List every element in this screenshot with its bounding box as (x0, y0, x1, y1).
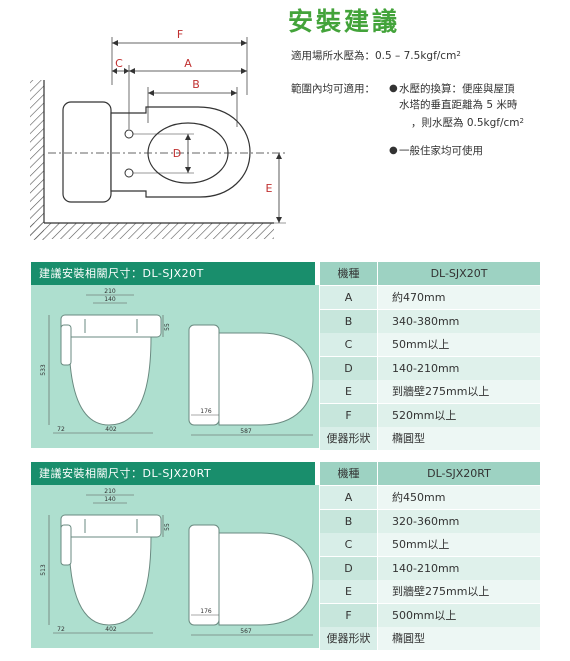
table-row: 便器形狀橢圓型 (320, 627, 540, 650)
wall-hatch (30, 80, 44, 240)
dim-587: 587 (240, 428, 252, 435)
row-value: 140-210mm (378, 556, 540, 580)
row-key: B (320, 509, 377, 533)
dimension-drawing-panel: 210 140 55 533 72 402 176 587 (31, 285, 319, 448)
section-dl-sjx20t: 建議安裝相關尺寸：DL-SJX20T 210 140 55 533 72 402… (31, 262, 540, 450)
dimension-drawing: 210 140 55 533 72 402 176 587 (40, 288, 314, 436)
dim-72: 72 (57, 426, 65, 433)
dim-label-d: D (173, 147, 181, 160)
dim-210: 210 (104, 288, 116, 295)
section-header: 建議安裝相關尺寸：DL-SJX20T (31, 262, 315, 285)
row-value: 340-380mm (378, 309, 540, 333)
section-dl-sjx20rt: 建議安裝相關尺寸：DL-SJX20RT 210 140 55 513 72 40… (31, 462, 540, 650)
pressure-value: 0.5 – 7.5kgf/cm (375, 50, 457, 62)
dim-140: 140 (104, 296, 116, 303)
row-value: 到牆壁275mm以上 (378, 580, 540, 603)
dim-label-f: F (177, 28, 183, 41)
row-value: 140-210mm (378, 356, 540, 380)
dim-55: 55 (164, 323, 171, 331)
bullet1-line3: ，則水壓為 0.5kgf/cm (411, 117, 520, 129)
row-key: 便器形狀 (320, 427, 377, 450)
row-key: E (320, 580, 377, 603)
row-value: 到牆壁275mm以上 (378, 380, 540, 403)
row-value: 500mm以上 (378, 603, 540, 627)
dim-176: 176 (200, 608, 212, 615)
row-key: C (320, 533, 377, 556)
range-label: 範圍內均可適用： (291, 83, 375, 95)
dim-176: 176 (200, 408, 212, 415)
dim-140: 140 (104, 496, 116, 503)
row-key: A (320, 286, 377, 309)
dim-210: 210 (104, 488, 116, 495)
row-key: D (320, 356, 377, 380)
row-value: 320-360mm (378, 509, 540, 533)
dim-402: 402 (105, 426, 117, 433)
floor-hatch (30, 223, 274, 239)
dim-513: 513 (40, 564, 47, 576)
table-header-model: DL-SJX20RT (378, 462, 540, 485)
row-value: 520mm以上 (378, 403, 540, 427)
row-key: E (320, 380, 377, 403)
installation-top-view-diagram: F C A B D E (30, 28, 286, 240)
dim-72: 72 (57, 626, 65, 633)
table-header-model: DL-SJX20T (378, 262, 540, 285)
bullet-general-household: ● 一般住家均可使用 (389, 143, 483, 159)
dim-533: 533 (40, 364, 47, 376)
row-value: 50mm以上 (378, 533, 540, 556)
row-key: C (320, 333, 377, 356)
bullet-icon: ● (389, 83, 398, 94)
pressure-label: 適用場所水壓為： (291, 50, 375, 62)
table-header-row: 機種 DL-SJX20T (320, 262, 540, 285)
dim-55: 55 (164, 523, 171, 531)
bullet2-text: 一般住家均可使用 (399, 145, 483, 157)
dim-label-c: C (115, 57, 123, 70)
table-row: 便器形狀橢圓型 (320, 427, 540, 450)
section-header: 建議安裝相關尺寸：DL-SJX20RT (31, 462, 315, 485)
toilet-tank (62, 101, 112, 203)
row-key: B (320, 309, 377, 333)
dim-label-b: B (192, 78, 200, 91)
bullet-water-pressure-conversion: ● 水壓的換算：便座與屋頂 水塔的垂直距離為 5 米時 ，則水壓為 0.5kgf… (389, 81, 524, 131)
table-header-key: 機種 (320, 262, 377, 285)
row-key: F (320, 403, 377, 427)
dim-label-a: A (184, 57, 192, 70)
table-header-key: 機種 (320, 462, 377, 485)
dimension-drawing: 210 140 55 513 72 402 176 567 (40, 488, 314, 636)
pressure-spec: 適用場所水壓為：0.5 – 7.5kgf/cm2 (291, 46, 461, 64)
pressure-unit-sup: 2 (456, 50, 461, 58)
row-value: 約450mm (378, 486, 540, 509)
row-key: A (320, 486, 377, 509)
row-value: 橢圓型 (378, 627, 540, 650)
table-header-row: 機種 DL-SJX20RT (320, 462, 540, 485)
dim-402: 402 (105, 626, 117, 633)
row-value: 橢圓型 (378, 427, 540, 450)
bullet1-line2: 水塔的垂直距離為 5 米時 (399, 99, 518, 111)
bullet1-sup: 2 (519, 117, 524, 125)
row-value: 50mm以上 (378, 333, 540, 356)
dim-567: 567 (240, 628, 252, 635)
row-key: F (320, 603, 377, 627)
dim-label-e: E (266, 182, 273, 195)
page-title: 安裝建議 (288, 7, 401, 36)
bullet-icon: ● (389, 145, 398, 156)
row-key: D (320, 556, 377, 580)
bullet1-line1: 水壓的換算：便座與屋頂 (399, 83, 515, 95)
row-value: 約470mm (378, 286, 540, 309)
dimension-drawing-panel: 210 140 55 513 72 402 176 567 (31, 485, 319, 648)
row-key: 便器形狀 (320, 627, 377, 650)
